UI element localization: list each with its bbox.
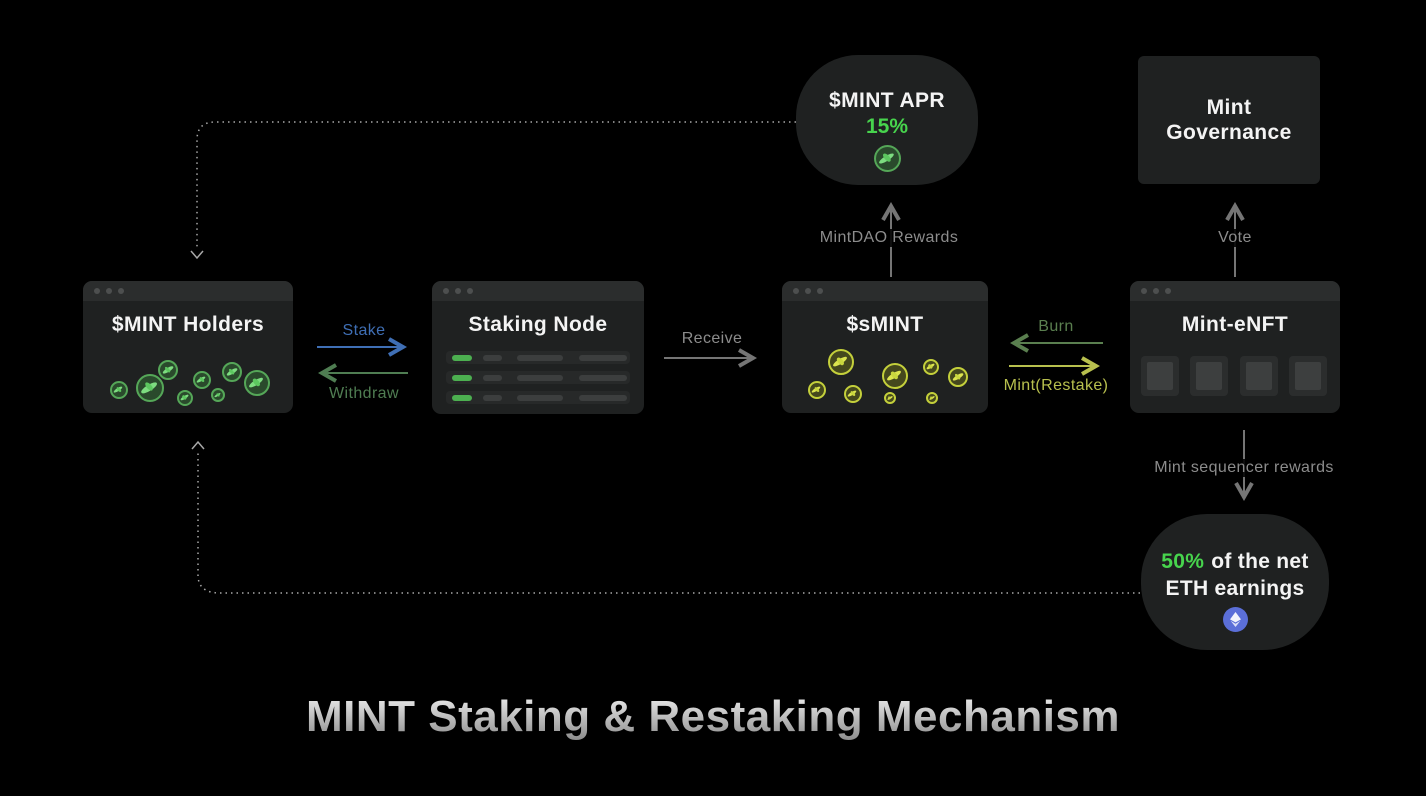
nft-tile — [1240, 356, 1278, 396]
window-dot-icon — [467, 288, 473, 294]
smint-coin-icon — [808, 381, 826, 399]
smint-coin-icon — [948, 367, 968, 387]
stake-label: Stake — [342, 322, 386, 339]
smint-coin-icon — [884, 392, 896, 404]
placeholder-pill — [483, 374, 502, 381]
status-pill-green — [452, 374, 472, 381]
mint-enft-title: Mint-eNFT — [1181, 313, 1289, 336]
window-dot-icon — [455, 288, 461, 294]
placeholder-pill — [517, 394, 563, 401]
window-titlebar — [1130, 281, 1340, 301]
window-titlebar — [782, 281, 988, 301]
eth-to-holders-dotted-arrow — [191, 440, 1140, 594]
apr-to-holders-dotted-arrow — [190, 121, 796, 260]
smint-title: $sMINT — [846, 313, 924, 336]
smint-coin-icon — [926, 392, 938, 404]
window-dot-icon — [1165, 288, 1171, 294]
smint-coin-icon — [923, 359, 939, 375]
window-dot-icon — [118, 288, 124, 294]
mint-apr-value: 15% — [865, 115, 909, 138]
vote-label: Vote — [1214, 229, 1256, 247]
eth-earnings-percent: 50% — [1161, 550, 1205, 573]
nft-tile — [1190, 356, 1228, 396]
receive-label: Receive — [677, 330, 747, 348]
window-titlebar — [83, 281, 293, 301]
mint-coin-icon — [136, 374, 164, 402]
placeholder-pill — [517, 354, 563, 361]
nft-tile — [1289, 356, 1327, 396]
node-mint-governance: Mint Governance — [1138, 56, 1320, 184]
window-dot-icon — [443, 288, 449, 294]
mint-holders-title: $MINT Holders — [111, 313, 265, 336]
page-title: MINT Staking & Restaking Mechanism — [0, 692, 1426, 742]
node-status-row — [446, 351, 630, 364]
node-status-row — [446, 391, 630, 404]
window-mint-holders: $MINT Holders — [83, 281, 293, 413]
placeholder-pill — [483, 394, 502, 401]
window-dot-icon — [1153, 288, 1159, 294]
status-pill-green — [452, 394, 472, 401]
window-dot-icon — [1141, 288, 1147, 294]
mint-coin-icon — [110, 381, 128, 399]
node-mint-apr: $MINT APR 15% — [796, 55, 978, 185]
mint-coin-icon — [222, 362, 242, 382]
mint-coin-icon — [158, 360, 178, 380]
placeholder-pill — [483, 354, 502, 361]
smint-coin-icon — [882, 363, 908, 389]
window-dot-icon — [94, 288, 100, 294]
node-status-row — [446, 371, 630, 384]
withdraw-label: Withdraw — [329, 385, 399, 402]
eth-earnings-line1-rest: of the net — [1211, 550, 1309, 573]
placeholder-pill — [579, 374, 627, 381]
smint-coin-icon — [828, 349, 854, 375]
placeholder-pill — [579, 394, 627, 401]
window-staking-node: Staking Node — [432, 281, 644, 414]
window-dot-icon — [106, 288, 112, 294]
mintdao-rewards-label: MintDAO Rewards — [815, 229, 963, 247]
mint-coin-icon — [177, 390, 193, 406]
status-pill-green — [452, 354, 472, 361]
eth-earnings-line2: ETH earnings — [1165, 577, 1305, 600]
eth-glyph — [1229, 612, 1241, 627]
placeholder-pill — [517, 374, 563, 381]
mint-governance-title: Mint Governance — [1166, 96, 1292, 144]
mint-coin-icon — [244, 370, 270, 396]
eth-icon — [1222, 607, 1248, 632]
window-mint-enft: Mint-eNFT — [1130, 281, 1340, 413]
window-dot-icon — [793, 288, 799, 294]
staking-node-title: Staking Node — [468, 313, 608, 336]
sequencer-rewards-label: Mint sequencer rewards — [1150, 459, 1338, 477]
window-smint: $sMINT — [782, 281, 988, 413]
mint-restake-label: Mint(Restake) — [1003, 377, 1109, 394]
mint-coin-icon — [211, 388, 225, 402]
nft-tile — [1141, 356, 1179, 396]
mint-apr-title: $MINT APR — [829, 89, 945, 112]
mint-coin-icon — [193, 371, 211, 389]
window-dot-icon — [805, 288, 811, 294]
burn-label: Burn — [1038, 318, 1074, 335]
mint-coin-icon — [873, 145, 901, 172]
node-eth-earnings: 50% of the net ETH earnings — [1141, 514, 1329, 650]
window-titlebar — [432, 281, 644, 301]
eth-earnings-line1: 50% of the net — [1141, 550, 1329, 574]
window-dot-icon — [817, 288, 823, 294]
placeholder-pill — [579, 354, 627, 361]
smint-coin-icon — [844, 385, 862, 403]
